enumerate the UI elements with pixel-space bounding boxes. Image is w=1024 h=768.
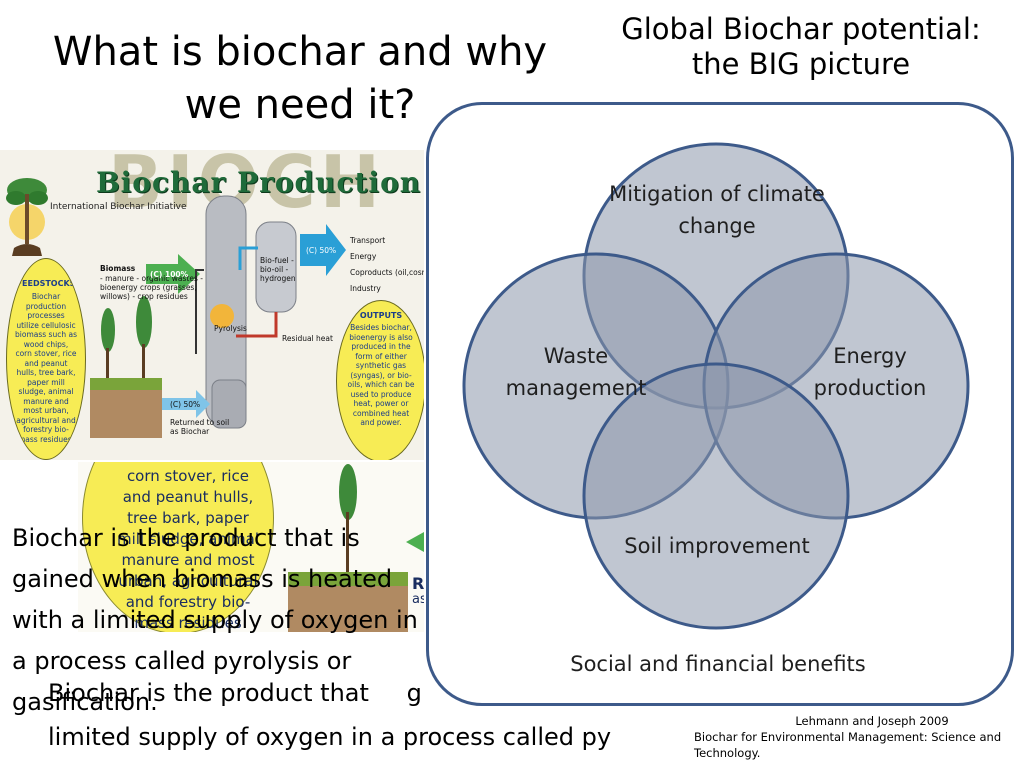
ghost-line: manure and most [121, 551, 255, 569]
venn-diagram [462, 142, 970, 630]
feedstocks-text: Biochar production processes utilize cel… [15, 292, 77, 444]
use-energy: Energy [350, 252, 377, 261]
slide-title: What is biochar and why we need it? [52, 29, 548, 128]
outputs-callout: OUTPUTS Besides biochar, bioenergy is al… [336, 300, 424, 460]
citation-source: Biochar for Environmental Management: Sc… [694, 730, 1002, 760]
ghost-side-as: as [412, 592, 424, 607]
venn-footer-label: Social and financial benefits [570, 652, 866, 676]
biomass-items: - manure - organic wastes - bioenergy cr… [100, 274, 203, 301]
feedstocks-title: FEEDSTOCKS [16, 279, 76, 288]
pyrolysis-label: Pyrolysis [214, 324, 247, 333]
venn-circle-soil [582, 362, 850, 630]
ghost-line: and peanut hulls, [122, 488, 254, 506]
ghost-line: tree bark, paper [127, 509, 249, 527]
biochar-definition-text: Biochar is the product that is gained wh… [12, 524, 418, 716]
ghost-line: and forestry bio- [125, 593, 251, 611]
ghost-line: urban, agricultural [118, 572, 258, 590]
ghost-definition-line-1-tail: g [406, 679, 422, 707]
ghost-infographic-fragment: corn stover, rice and peanut hulls, tree… [78, 462, 424, 632]
ibi-logo-text: International Biochar Initiative [50, 202, 187, 212]
biomass-title: Biomass [100, 264, 136, 273]
use-industry: Industry [350, 284, 381, 293]
feedstocks-callout: FEEDSTOCKS Biochar production processes … [6, 258, 86, 460]
biofuel-percent: (C) 50% [306, 246, 337, 255]
outputs-title: OUTPUTS [359, 311, 403, 320]
venn-label-mitigation: Mitigation of climate change [609, 182, 825, 238]
biomass-percent: (C) 100% [150, 270, 189, 279]
ghost-line: mass residues [134, 614, 242, 632]
use-coproducts: Coproducts (oil,cosmetics) [350, 268, 424, 277]
biofuel-label: Bio-fuel - bio-oil - hydrogen [260, 256, 296, 283]
use-transport: Transport [350, 236, 386, 245]
venn-title: Global Biochar potential: the BIG pictur… [621, 12, 981, 81]
char-percent: (C) 50% [170, 400, 201, 409]
process-flow-drawing [90, 195, 346, 438]
venn-label-waste: Waste management [505, 344, 647, 400]
returned-to-soil-label: Returned to soil as Biochar [170, 418, 230, 436]
ghost-trees-drawing [288, 464, 424, 632]
ghost-side-r: R [412, 574, 424, 593]
ibi-tree-logo-icon [6, 178, 48, 256]
outputs-text: Besides biochar, bioenergy is also produ… [347, 323, 415, 427]
ghost-line: corn stover, rice [126, 467, 250, 485]
infographic-banner: Biochar Production [96, 166, 422, 199]
ghost-definition-line-1: Biochar is the product that g [48, 678, 422, 708]
ghost-definition-line-2: limited supply of oxygen in a process ca… [48, 723, 612, 751]
ghost-definition-line-1-text: Biochar is the product that [48, 679, 369, 707]
biochar-production-infographic: BIOCH International Biochar Initiative B… [0, 150, 424, 460]
ghost-feedstocks-ellipse [82, 462, 274, 632]
citation-authors: Lehmann and Joseph 2009 [795, 714, 949, 728]
venn-label-soil: Soil improvement [624, 534, 810, 558]
citation: Lehmann and Joseph 2009 Biochar for Envi… [694, 713, 1020, 761]
ghost-feedstocks-text: corn stover, rice and peanut hulls, tree… [108, 466, 268, 632]
ghost-line: mill sludge, animal [116, 530, 260, 548]
residual-heat-label: Residual heat [282, 334, 333, 343]
venn-label-energy: Energy production [813, 344, 927, 400]
